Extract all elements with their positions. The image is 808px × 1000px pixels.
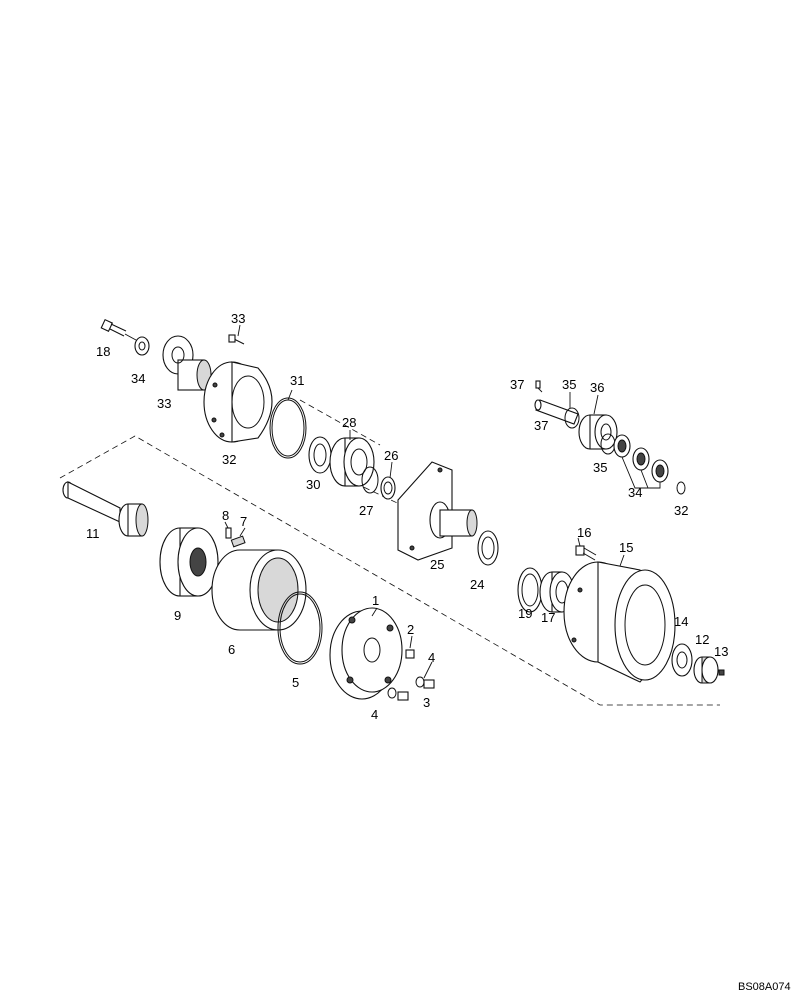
part-4-washer-upper <box>415 676 435 689</box>
callout-4-lower: 4 <box>371 707 378 722</box>
part-27-housing <box>203 361 273 443</box>
part-11-shaft <box>62 481 149 537</box>
callout-12: 12 <box>695 632 709 647</box>
callout-37: 37 <box>510 377 524 392</box>
part-33-bearing-set <box>613 434 669 489</box>
part-19-bolt <box>100 318 137 341</box>
part-16-bolt <box>575 545 597 561</box>
callout-26: 31 <box>290 373 304 388</box>
part-20-ring <box>477 530 499 566</box>
part-12-nut <box>693 656 719 684</box>
callout-8: 8 <box>222 508 229 523</box>
part-25-ring <box>308 436 332 474</box>
callout-4-upper: 4 <box>428 650 435 665</box>
part-13-screw <box>718 669 725 676</box>
part-1-planet-carrier <box>329 607 403 700</box>
callout-25: 30 <box>306 477 320 492</box>
part-6-ring-gear <box>211 549 307 631</box>
callout-32: 32 <box>674 503 688 518</box>
reference-code: BS08A074 <box>738 981 791 993</box>
callout-23: 27 <box>359 503 373 518</box>
part-3-plug <box>397 691 409 701</box>
callout-3: 3 <box>423 695 430 710</box>
callout-5: 5 <box>292 675 299 690</box>
callout-11: 11 <box>86 526 100 541</box>
callout-27: 32 <box>222 452 236 467</box>
callout-20: 24 <box>470 577 484 592</box>
part-35-gear <box>578 414 618 450</box>
callout-18: 19 <box>518 606 532 621</box>
callout-13: 13 <box>714 644 728 659</box>
callout-17: 17 <box>541 610 555 625</box>
part-31-washer <box>134 336 150 356</box>
leader-lines <box>224 324 625 679</box>
callout-14: 14 <box>674 614 688 629</box>
callout-22: 26 <box>384 448 398 463</box>
part-7-pin <box>230 535 246 548</box>
part-34-washer-upper <box>564 407 580 429</box>
callout-15: 15 <box>619 540 633 555</box>
part-26-o-ring <box>269 397 307 459</box>
part-2-screw <box>405 649 415 659</box>
part-14-bearing <box>671 643 693 677</box>
part-4-washer-lower <box>387 687 397 699</box>
callout-9: 9 <box>174 608 181 623</box>
callout-33: 34 <box>628 485 642 500</box>
callout-7: 7 <box>240 514 247 529</box>
part-30-flange <box>162 335 212 391</box>
callout-16: 16 <box>577 525 591 540</box>
part-36-shaft <box>534 399 579 425</box>
part-21-carrier <box>397 461 478 561</box>
callout-35: 36 <box>590 380 604 395</box>
part-8-key <box>225 527 232 539</box>
part-23-snap-ring <box>361 466 379 494</box>
part-24-bearing <box>329 437 375 487</box>
callout-24: 28 <box>342 415 356 430</box>
callout-6: 6 <box>228 642 235 657</box>
callout-34-top: 35 <box>562 377 576 392</box>
callout-30: 33 <box>157 396 171 411</box>
callout-2: 2 <box>407 622 414 637</box>
part-32-o-ring <box>676 481 686 495</box>
callouts: 18 34 33 33 31 32 28 30 26 27 25 24 37 3… <box>86 311 728 722</box>
callout-28: 33 <box>231 311 245 326</box>
callout-36: 37 <box>534 418 548 433</box>
callout-1: 1 <box>372 593 379 608</box>
part-9-gear <box>159 527 219 597</box>
part-5-o-ring <box>277 591 323 665</box>
callout-19: 18 <box>96 344 110 359</box>
part-15-hub-housing <box>563 561 676 683</box>
callout-31: 34 <box>131 371 145 386</box>
callout-34-bottom: 35 <box>593 460 607 475</box>
part-28-screw <box>228 334 245 345</box>
part-22-ring <box>380 476 396 500</box>
callout-21: 25 <box>430 557 444 572</box>
part-37-pin <box>535 380 541 389</box>
